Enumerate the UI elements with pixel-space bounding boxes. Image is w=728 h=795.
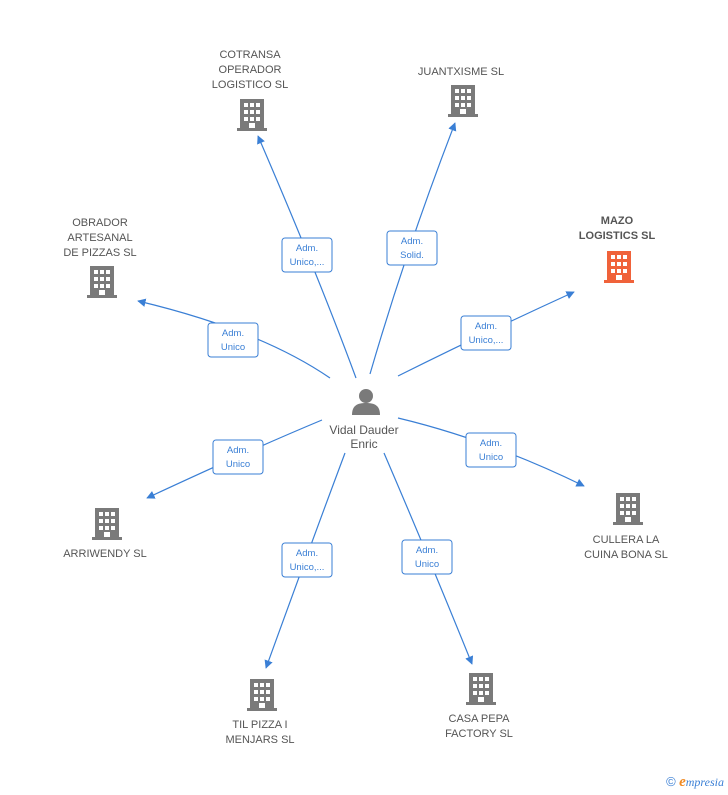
role-text: Unico,... <box>290 562 325 573</box>
company-name-line: TIL PIZZA I <box>232 719 287 731</box>
company-node-mazo[interactable]: MAZO LOGISTICS SL <box>579 215 656 283</box>
role-text: Unico <box>226 459 250 470</box>
company-name-line: CASA PEPA <box>449 713 511 725</box>
copyright-symbol: © <box>666 774 676 789</box>
company-node-juantxisme[interactable]: JUANTXISME SL <box>418 66 504 117</box>
company-node-cullera[interactable]: CULLERA LA CUINA BONA SL <box>584 493 668 561</box>
building-icon <box>604 251 634 283</box>
role-text: Adm. <box>227 445 249 456</box>
company-node-obrador[interactable]: OBRADOR ARTESANAL DE PIZZAS SL <box>63 217 137 298</box>
role-box-frame <box>281 542 333 578</box>
company-name-line: OPERADOR <box>219 64 282 76</box>
company-name-line: MENJARS SL <box>225 734 294 746</box>
company-node-arriwendy[interactable]: ARRIWENDY SL <box>63 508 147 560</box>
role-box-frame <box>401 539 453 575</box>
company-name-line: ARTESANAL <box>67 232 132 244</box>
role-box-frame <box>281 237 333 273</box>
building-icon <box>237 99 267 131</box>
brand-logo-text: mpresia <box>685 775 724 789</box>
role-text: Unico <box>479 452 503 463</box>
company-name-line: CULLERA LA <box>593 534 660 546</box>
company-name-line: FACTORY SL <box>445 728 513 740</box>
company-name-line: CUINA BONA SL <box>584 549 668 561</box>
role-box-frame <box>465 432 517 468</box>
person-name-line1: Vidal Dauder <box>329 423 398 437</box>
person-icon <box>352 389 380 415</box>
company-name-line: OBRADOR <box>72 217 128 229</box>
role-box-cullera[interactable]: Adm. Unico <box>465 432 517 468</box>
roles-layer: Adm.Unico,...Adm.Solid.Adm.UnicoAdm.Unic… <box>207 230 517 578</box>
role-text: Adm. <box>416 545 438 556</box>
company-name-line: LOGISTICS SL <box>579 230 656 242</box>
role-text: Adm. <box>475 321 497 332</box>
role-box-casapepa[interactable]: Adm. Unico <box>401 539 453 575</box>
role-text: Unico,... <box>469 335 504 346</box>
company-name-line: MAZO <box>601 215 634 227</box>
building-icon <box>448 85 478 117</box>
role-box-arriwendy[interactable]: Adm. Unico <box>212 439 264 475</box>
role-box-juantxisme[interactable]: Adm. Solid. <box>386 230 438 266</box>
building-icon <box>247 679 277 711</box>
building-icon <box>87 266 117 298</box>
person-name-line2: Enric <box>350 437 377 451</box>
role-box-tilpizza[interactable]: Adm. Unico,... <box>281 542 333 578</box>
company-node-cotransa[interactable]: COTRANSA OPERADOR LOGISTICO SL <box>212 49 288 131</box>
brand-logo-initial: e <box>679 774 686 790</box>
company-node-casapepa[interactable]: CASA PEPA FACTORY SL <box>445 673 513 740</box>
role-text: Adm. <box>296 548 318 559</box>
footer-brand: © empresia <box>666 774 724 791</box>
role-text: Adm. <box>480 438 502 449</box>
company-name-line: COTRANSA <box>219 49 281 61</box>
role-text: Adm. <box>401 236 423 247</box>
role-box-frame <box>207 322 259 358</box>
role-text: Solid. <box>400 250 424 261</box>
role-text: Unico <box>415 559 439 570</box>
role-text: Unico <box>221 342 245 353</box>
role-box-frame <box>212 439 264 475</box>
company-name-line: DE PIZZAS SL <box>63 247 136 259</box>
company-name-line: JUANTXISME SL <box>418 66 504 78</box>
role-box-cotransa[interactable]: Adm. Unico,... <box>281 237 333 273</box>
company-name-line: ARRIWENDY SL <box>63 548 147 560</box>
company-node-tilpizza[interactable]: TIL PIZZA I MENJARS SL <box>225 679 295 746</box>
role-box-mazo[interactable]: Adm. Unico,... <box>460 315 512 351</box>
role-box-frame <box>460 315 512 351</box>
role-text: Unico,... <box>290 257 325 268</box>
building-icon <box>92 508 122 540</box>
role-text: Adm. <box>222 328 244 339</box>
role-text: Adm. <box>296 243 318 254</box>
person-node[interactable]: Vidal Dauder Enric <box>329 389 399 451</box>
building-icon <box>466 673 496 705</box>
building-icon <box>613 493 643 525</box>
company-name-line: LOGISTICO SL <box>212 79 288 91</box>
nodes-layer: COTRANSA OPERADOR LOGISTICO SL JUANTXISME S… <box>63 49 668 746</box>
role-box-frame <box>386 230 438 266</box>
role-box-obrador[interactable]: Adm. Unico <box>207 322 259 358</box>
